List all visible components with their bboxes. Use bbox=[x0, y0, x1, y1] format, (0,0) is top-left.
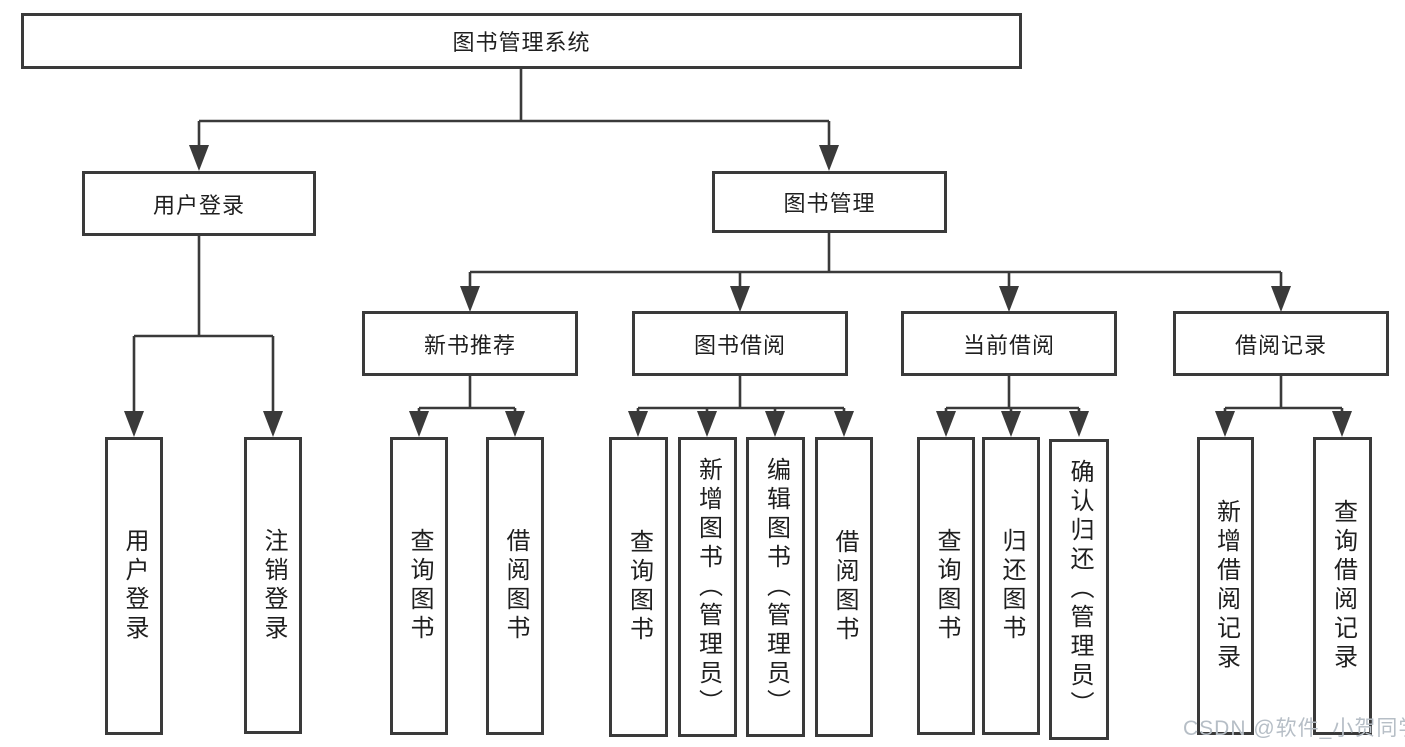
leaf-logout: 注销登录 bbox=[244, 437, 302, 734]
edge-root-to-level2 bbox=[197, 69, 831, 148]
node-current-borrow: 当前借阅 bbox=[901, 311, 1117, 376]
node-new-book-recommend-label: 新书推荐 bbox=[423, 332, 516, 358]
leaf-query-books-recommend-label: 查询图书 bbox=[406, 528, 433, 644]
node-book-borrow: 图书借阅 bbox=[632, 311, 848, 376]
leaf-borrow-books: 借阅图书 bbox=[815, 437, 873, 737]
node-user-login: 用户登录 bbox=[82, 171, 316, 236]
leaf-add-book-admin-label: 新增图书（管理员） bbox=[694, 456, 722, 718]
leaf-return-books: 归还图书 bbox=[982, 437, 1040, 735]
node-book-borrow-label: 图书借阅 bbox=[693, 332, 786, 358]
leaf-edit-book-admin: 编辑图书（管理员） bbox=[746, 437, 805, 737]
leaf-borrow-books-recommend: 借阅图书 bbox=[486, 437, 544, 735]
node-borrow-records-label: 借阅记录 bbox=[1234, 332, 1327, 358]
leaf-query-borrow-record-label: 查询借阅记录 bbox=[1329, 499, 1357, 673]
node-new-book-recommend: 新书推荐 bbox=[362, 311, 578, 376]
edge-mgmt-to-level3 bbox=[468, 233, 1283, 289]
leaf-logout-label: 注销登录 bbox=[260, 527, 287, 644]
leaf-add-borrow-record-label: 新增借阅记录 bbox=[1212, 499, 1240, 673]
node-root-label: 图书管理系统 bbox=[452, 30, 591, 55]
leaf-confirm-return-admin-label: 确认归还（管理员） bbox=[1066, 459, 1093, 720]
leaf-user-login: 用户登录 bbox=[105, 437, 163, 735]
leaf-edit-book-admin-label: 编辑图书（管理员） bbox=[762, 456, 790, 718]
leaf-query-books-recommend: 查询图书 bbox=[390, 437, 448, 735]
leaf-query-books-borrow-label: 查询图书 bbox=[625, 529, 653, 645]
leaf-user-login-label: 用户登录 bbox=[121, 528, 148, 644]
node-book-management: 图书管理 bbox=[712, 171, 947, 233]
leaf-query-books-current-label: 查询图书 bbox=[933, 528, 960, 644]
leaf-query-books-current: 查询图书 bbox=[917, 437, 975, 735]
arrowheads bbox=[124, 145, 1352, 437]
leaf-borrow-books-recommend-label: 借阅图书 bbox=[502, 528, 529, 644]
edge-recommend-to-leaves bbox=[417, 376, 517, 414]
edge-borrow-to-leaves bbox=[636, 376, 846, 414]
leaf-query-borrow-record: 查询借阅记录 bbox=[1313, 437, 1372, 735]
leaf-add-book-admin: 新增图书（管理员） bbox=[678, 437, 737, 737]
edge-login-to-leaves bbox=[132, 236, 275, 414]
csdn-watermark: CSDN @软件_小贺同学 bbox=[1183, 717, 1405, 740]
node-borrow-records: 借阅记录 bbox=[1173, 311, 1389, 376]
leaf-borrow-books-label: 借阅图书 bbox=[831, 529, 858, 645]
node-book-management-label: 图书管理 bbox=[783, 191, 876, 216]
node-root-system: 图书管理系统 bbox=[21, 13, 1022, 69]
node-user-login-label: 用户登录 bbox=[152, 192, 245, 218]
leaf-query-books-borrow: 查询图书 bbox=[609, 437, 668, 737]
edge-current-to-leaves bbox=[944, 376, 1081, 414]
node-current-borrow-label: 当前借阅 bbox=[962, 332, 1055, 358]
leaf-return-books-label: 归还图书 bbox=[998, 528, 1025, 644]
leaf-confirm-return-admin: 确认归还（管理员） bbox=[1049, 439, 1109, 740]
leaf-add-borrow-record: 新增借阅记录 bbox=[1197, 437, 1254, 735]
edge-records-to-leaves bbox=[1223, 376, 1344, 414]
